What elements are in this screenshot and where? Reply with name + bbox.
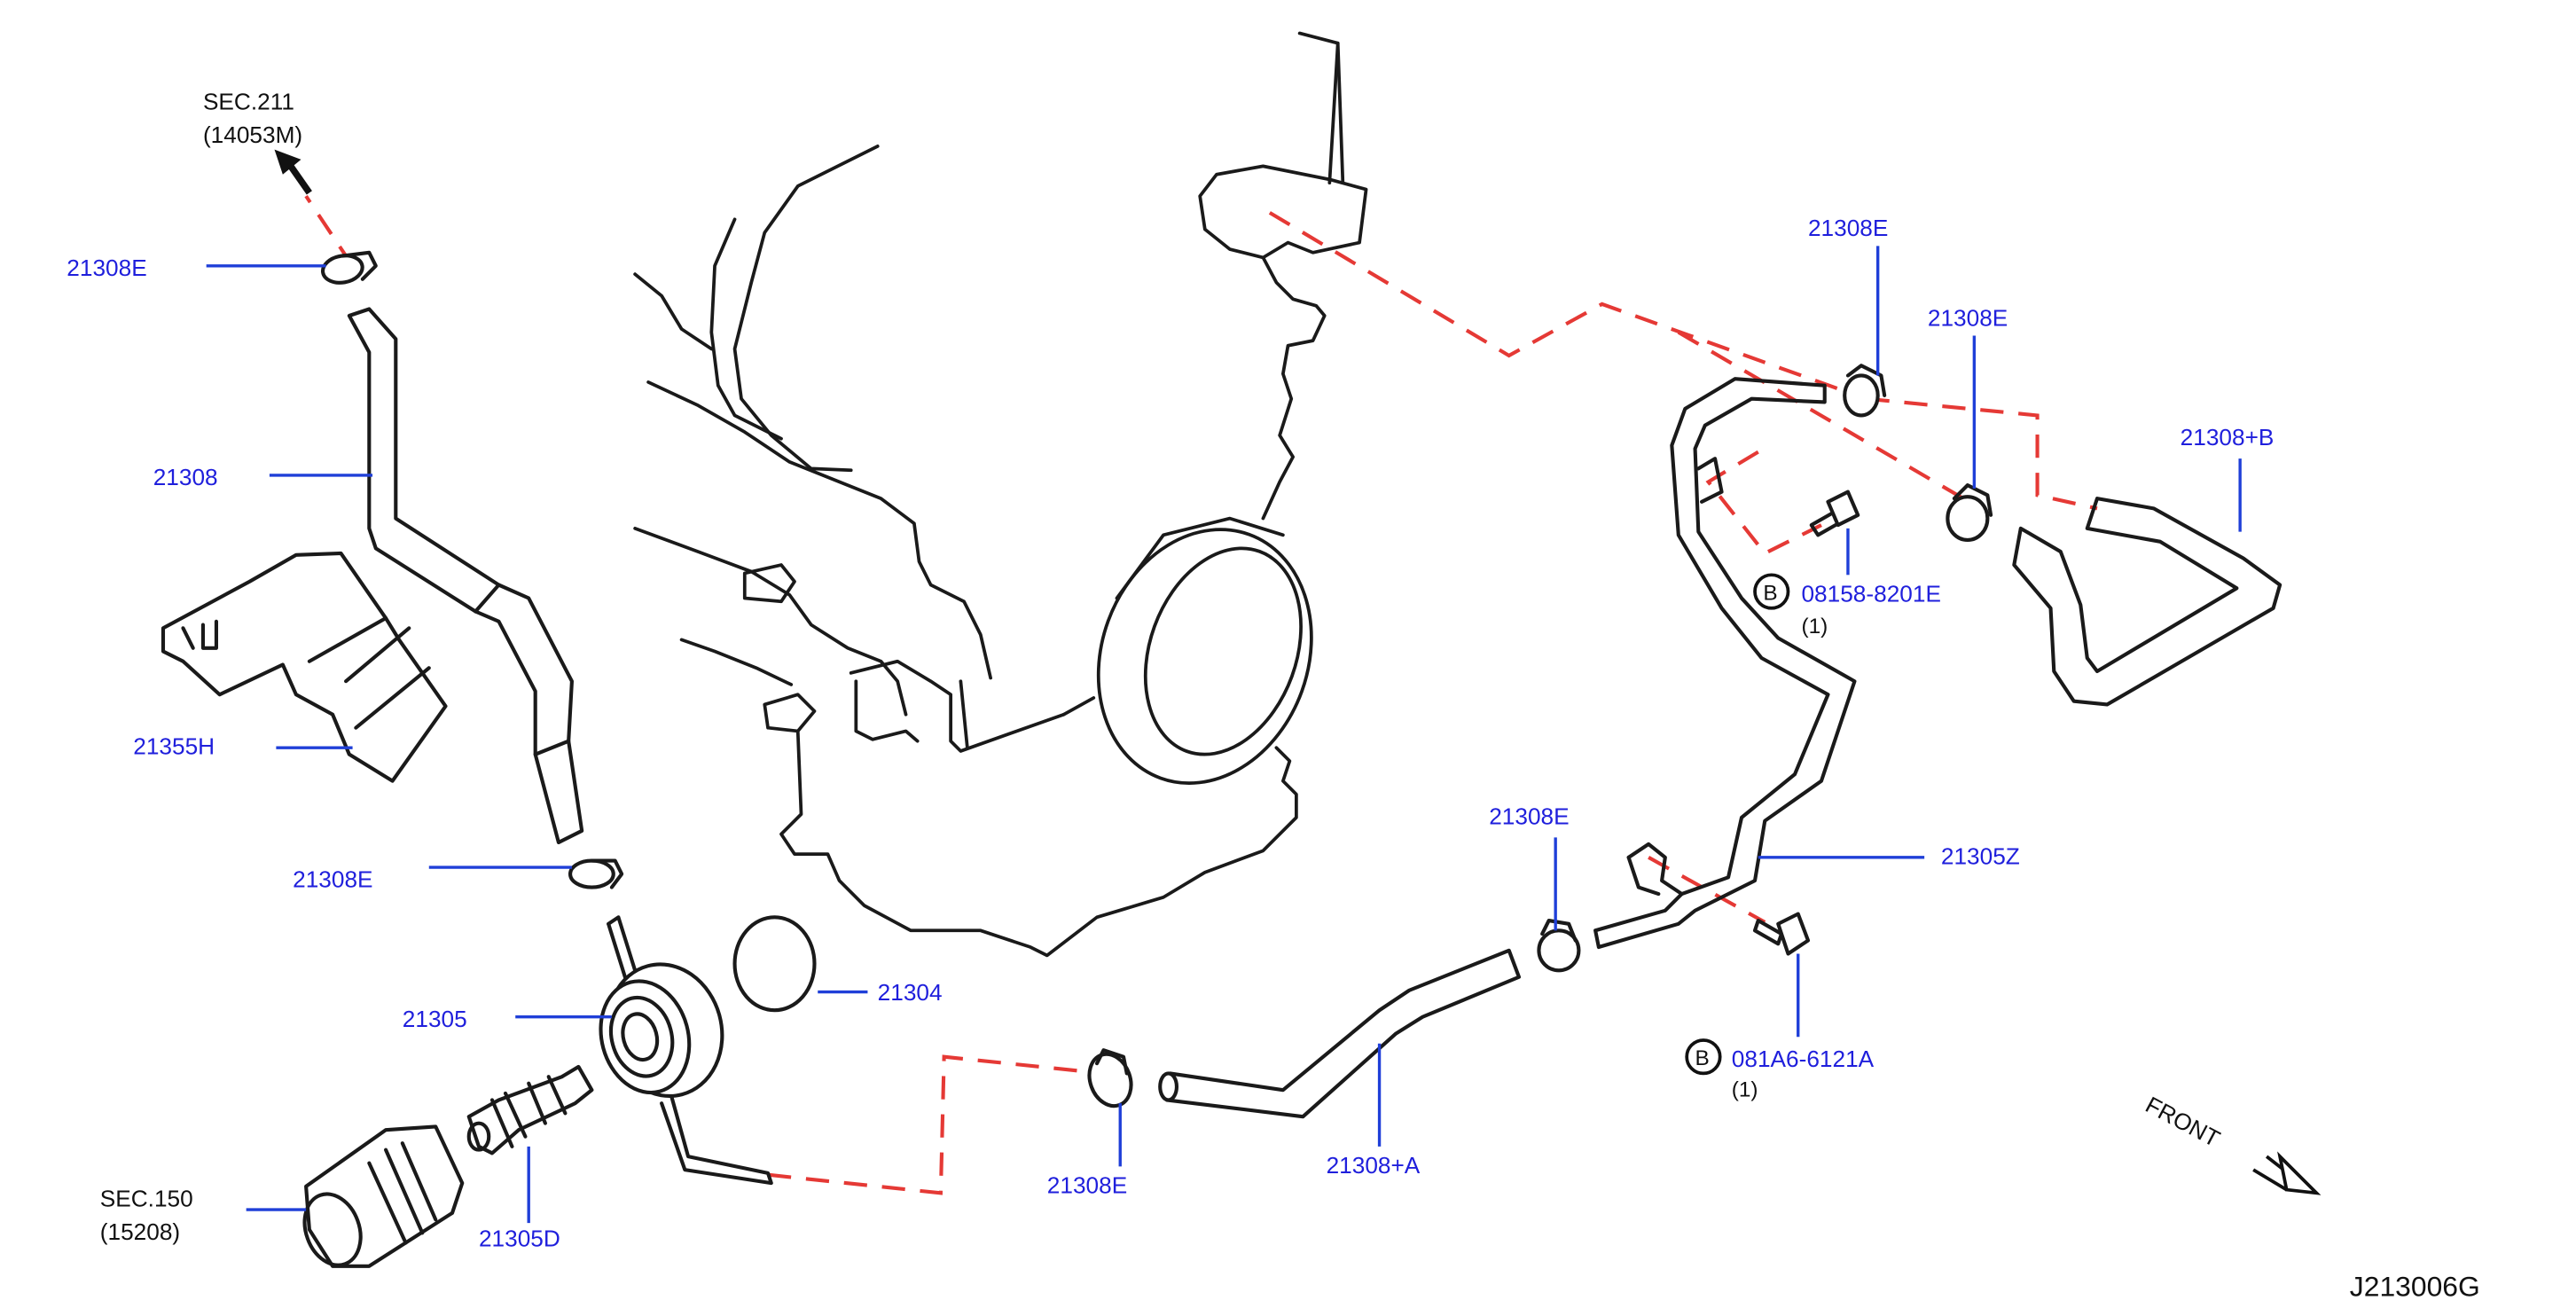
label-21305z: 21305Z bbox=[1941, 842, 2020, 869]
hose-21308b bbox=[2012, 497, 2282, 707]
front-arrow-icon bbox=[2252, 1151, 2322, 1195]
clamp-21308e-bottom-mid bbox=[1087, 1048, 1133, 1108]
label-21308: 21308 bbox=[153, 464, 218, 490]
label-21308e-mid-left: 21308E bbox=[293, 866, 372, 893]
hose-21308a bbox=[1158, 948, 1522, 1119]
clamp-21308e-center bbox=[1537, 918, 1581, 973]
label-21305: 21305 bbox=[403, 1006, 467, 1032]
label-21308a: 21308+A bbox=[1327, 1152, 1421, 1179]
bolt-081a6-6121a bbox=[1752, 912, 1811, 956]
label-08158-8201e: 08158-8201E bbox=[1801, 580, 1940, 607]
bolt-marker-upper-text: B bbox=[1763, 581, 1777, 605]
arrow-up-left-icon bbox=[274, 149, 312, 195]
label-21304: 21304 bbox=[878, 979, 943, 1006]
label-081a6-6121a-qty: (1) bbox=[1732, 1078, 1758, 1102]
label-21305d: 21305D bbox=[479, 1225, 560, 1251]
hose-21308 bbox=[347, 307, 584, 845]
front-label: FRONT bbox=[2141, 1091, 2225, 1152]
oil-filter bbox=[302, 1124, 465, 1268]
label-21308e-top-left: 21308E bbox=[67, 255, 146, 281]
sec211-label-line2: (14053M) bbox=[203, 121, 302, 148]
engine-block-outline bbox=[633, 31, 1368, 958]
bolt-marker-lower-text: B bbox=[1695, 1046, 1710, 1070]
bracket-21355h bbox=[161, 551, 448, 783]
label-081a6-6121a: 081A6-6121A bbox=[1732, 1046, 1875, 1072]
label-21308b: 21308+B bbox=[2181, 424, 2275, 450]
reference-dashed-lines bbox=[304, 194, 2098, 1195]
tube-21305z bbox=[1593, 377, 1857, 950]
bolt-marker-lower bbox=[1685, 1038, 1722, 1076]
label-21308e-bottom-mid: 21308E bbox=[1047, 1171, 1127, 1198]
clamp-21308e-top-right-2 bbox=[1946, 483, 1993, 543]
sec150-label-line2: (15208) bbox=[100, 1218, 180, 1245]
connector-21305d bbox=[466, 1064, 594, 1155]
bolt-08158-8201e bbox=[1809, 490, 1860, 537]
label-08158-8201e-qty: (1) bbox=[1801, 615, 1828, 638]
oil-cooler-21305 bbox=[599, 915, 773, 1186]
label-21355h: 21355H bbox=[133, 733, 215, 760]
diagram-code: J213006G bbox=[2350, 1271, 2480, 1303]
label-21308e-top-right-1: 21308E bbox=[1808, 215, 1888, 241]
leader-lines bbox=[206, 246, 2242, 1224]
sec150-label-line1: SEC.150 bbox=[100, 1185, 193, 1211]
clamp-21308e-top-right-1 bbox=[1843, 364, 1887, 418]
bolt-marker-upper bbox=[1753, 573, 1790, 610]
label-21308e-top-right-2: 21308E bbox=[1928, 304, 2008, 331]
sec211-label-line1: SEC.211 bbox=[203, 89, 294, 115]
label-21308e-center: 21308E bbox=[1489, 803, 1569, 829]
oring-21304 bbox=[732, 915, 817, 1013]
clamp-21308e-top-left bbox=[320, 250, 378, 285]
clamp-21308e-mid-left bbox=[568, 858, 624, 889]
